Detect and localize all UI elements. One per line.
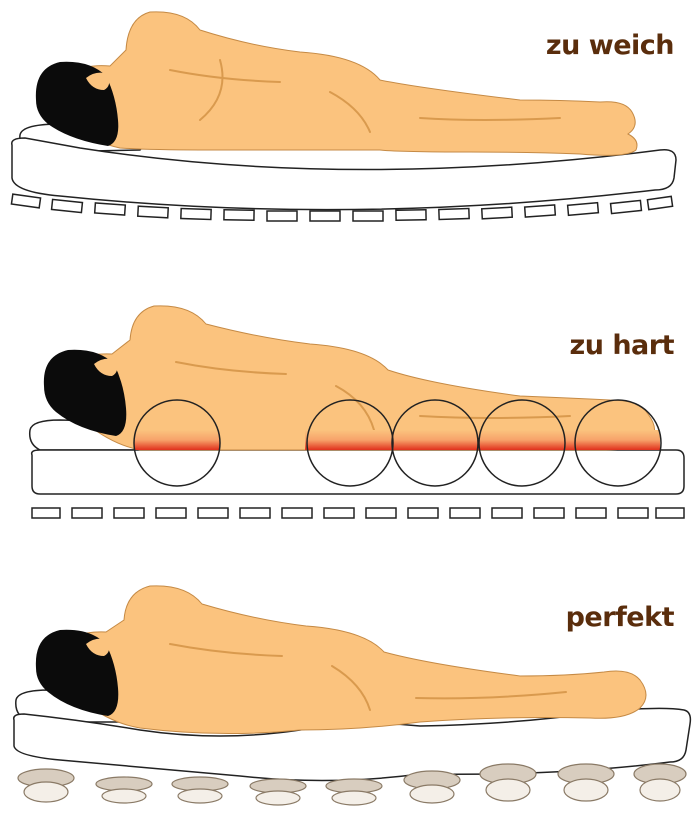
disc-support bbox=[480, 764, 536, 801]
disc-support bbox=[96, 777, 152, 803]
slat-row-flat bbox=[32, 508, 684, 518]
panel-too-hard: zu hart bbox=[0, 290, 692, 530]
sleeping-body bbox=[36, 586, 646, 734]
disc-support bbox=[18, 769, 74, 802]
pressure-zone-shoulder bbox=[134, 430, 220, 450]
too-hard-illustration bbox=[0, 290, 692, 530]
disc-support bbox=[634, 764, 686, 801]
disc-support bbox=[404, 771, 460, 803]
panel-too-soft: zu weich bbox=[0, 0, 692, 260]
label-perfect: perfekt bbox=[566, 602, 674, 633]
disc-support bbox=[250, 779, 306, 805]
disc-support bbox=[558, 764, 614, 801]
pressure-zone-hips-legs bbox=[305, 430, 660, 450]
panel-perfect: perfekt bbox=[0, 580, 692, 814]
disc-support bbox=[172, 777, 228, 803]
label-too-soft: zu weich bbox=[546, 30, 674, 61]
disc-support bbox=[326, 779, 382, 805]
label-too-hard: zu hart bbox=[570, 330, 675, 361]
